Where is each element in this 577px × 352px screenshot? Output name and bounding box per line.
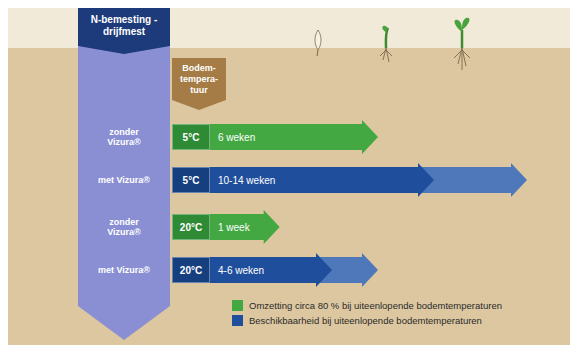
- legend-text: Beschikbaarheid bij uiteenlopende bodemt…: [249, 315, 482, 326]
- arrow-text-row: 5°C 10-14 weken: [172, 163, 527, 197]
- legend-row: Omzetting circa 80 % bij uiteenlopende b…: [232, 300, 502, 311]
- arrow-text-row: 5°C 6 weken: [172, 120, 378, 154]
- duration-arrow: 20°C 1 week: [172, 210, 280, 244]
- duration-arrow: 5°C 6 weken: [172, 120, 378, 154]
- legend-swatch: [232, 300, 243, 311]
- temperature-value: 5°C: [172, 124, 210, 150]
- variant-label: met Vizura®: [94, 265, 154, 275]
- temperature-header: Bodem- tempera- tuur: [172, 58, 226, 110]
- arrow-text-row: 20°C 1 week: [172, 210, 280, 244]
- legend-text: Omzetting circa 80 % bij uiteenlopende b…: [249, 300, 502, 311]
- fertiliser-column: N-bemesting - drijfmest: [78, 8, 170, 340]
- variant-label: zonder Vizura®: [94, 127, 154, 148]
- sprout: [380, 26, 392, 62]
- column-arrow: [78, 46, 170, 340]
- arrow-text-row: 20°C 4-6 weken: [172, 253, 378, 287]
- header-box: [78, 8, 170, 54]
- arrow-body: [172, 210, 280, 244]
- duration-text: 10-14 weken: [218, 175, 275, 186]
- duration-arrow: 5°C 10-14 weken: [172, 163, 527, 197]
- duration-arrow: 20°C 4-6 weken: [172, 253, 378, 287]
- temperature-value: 5°C: [172, 167, 210, 193]
- legend-row: Beschikbaarheid bij uiteenlopende bodemt…: [232, 315, 502, 326]
- temperature-value: 20°C: [172, 257, 210, 283]
- legend-swatch: [232, 315, 243, 326]
- temperature-value: 20°C: [172, 214, 210, 240]
- temperature-title: Bodem- tempera- tuur: [172, 58, 226, 95]
- variant-label: zonder Vizura®: [94, 217, 154, 238]
- column-shape: [78, 8, 170, 340]
- arrow-body: [172, 253, 332, 287]
- chevron-fill: [172, 58, 226, 110]
- arrow-body: [172, 120, 378, 154]
- variant-label: met Vizura®: [94, 175, 154, 185]
- duration-text: 4-6 weken: [218, 265, 264, 276]
- seed: [315, 30, 321, 56]
- arrow-body: [172, 163, 434, 197]
- duration-text: 6 weken: [218, 132, 255, 143]
- header-text: N-bemesting - drijfmest: [78, 8, 170, 38]
- legend: Omzetting circa 80 % bij uiteenlopende b…: [232, 300, 502, 330]
- duration-text: 1 week: [218, 222, 250, 233]
- seedling: [454, 18, 470, 70]
